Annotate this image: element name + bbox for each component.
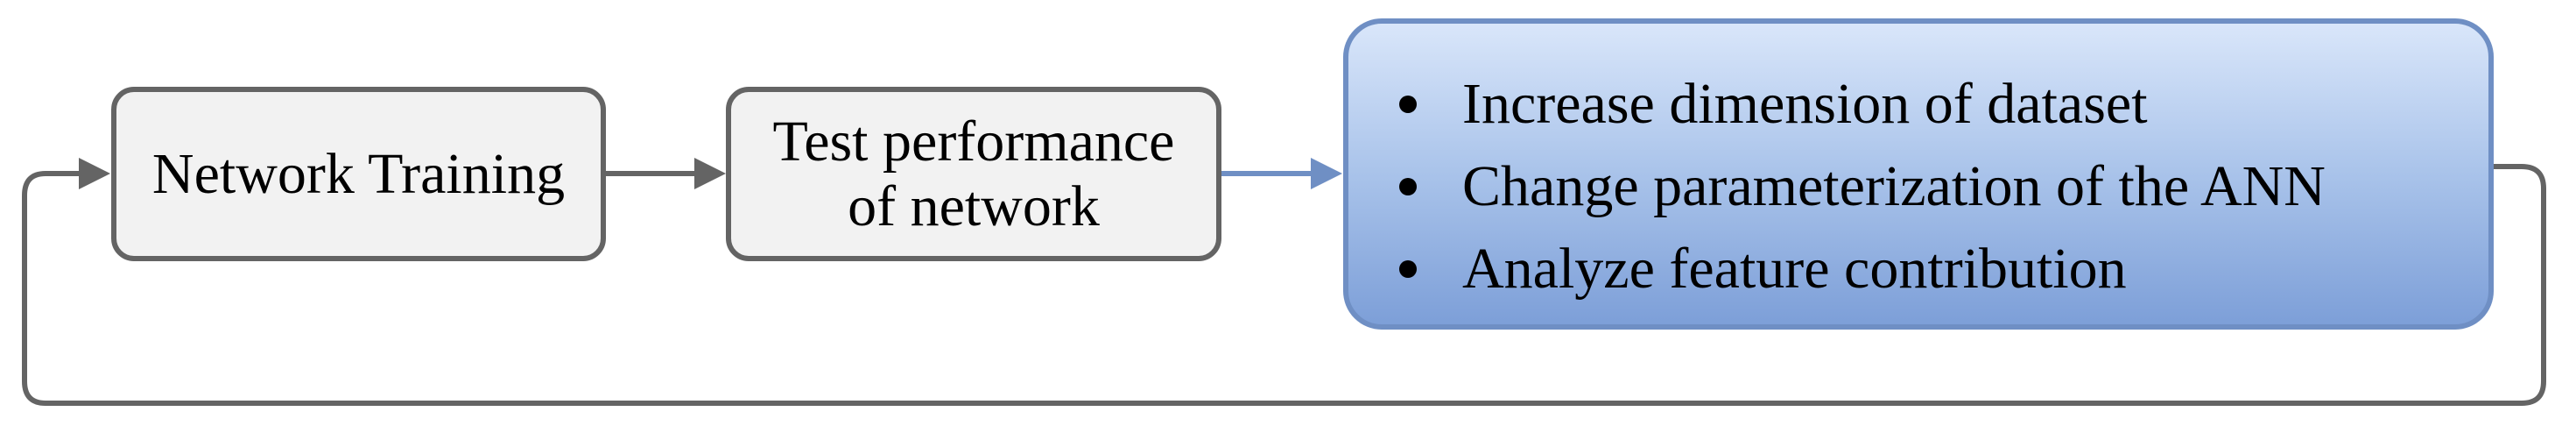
- list-item-text: Analyze feature contribution: [1462, 237, 2127, 301]
- list-item-text: Increase dimension of dataset: [1462, 72, 2148, 136]
- list-item: Change parameterization of the ANN: [1399, 152, 2488, 234]
- improvement-actions-list: Increase dimension of dataset Change par…: [1399, 69, 2488, 316]
- improvement-actions-box: Increase dimension of dataset Change par…: [1343, 18, 2494, 330]
- network-training-label: Network Training: [151, 141, 566, 206]
- list-item: Analyze feature contribution: [1399, 234, 2488, 316]
- bullet-icon: [1399, 178, 1417, 195]
- network-training-box: Network Training: [111, 87, 606, 261]
- test-performance-line-2: of network: [848, 174, 1100, 238]
- list-item: Increase dimension of dataset: [1399, 69, 2488, 152]
- test-performance-line-1: Test performance: [772, 109, 1175, 174]
- list-item-text: Change parameterization of the ANN: [1462, 154, 2326, 218]
- feedback-loop-arrow: [22, 158, 2546, 406]
- test-performance-box: Test performance of network: [726, 87, 1221, 261]
- test-performance-label: Test performance of network: [773, 110, 1175, 239]
- bullet-icon: [1399, 96, 1417, 113]
- bullet-icon: [1399, 260, 1417, 278]
